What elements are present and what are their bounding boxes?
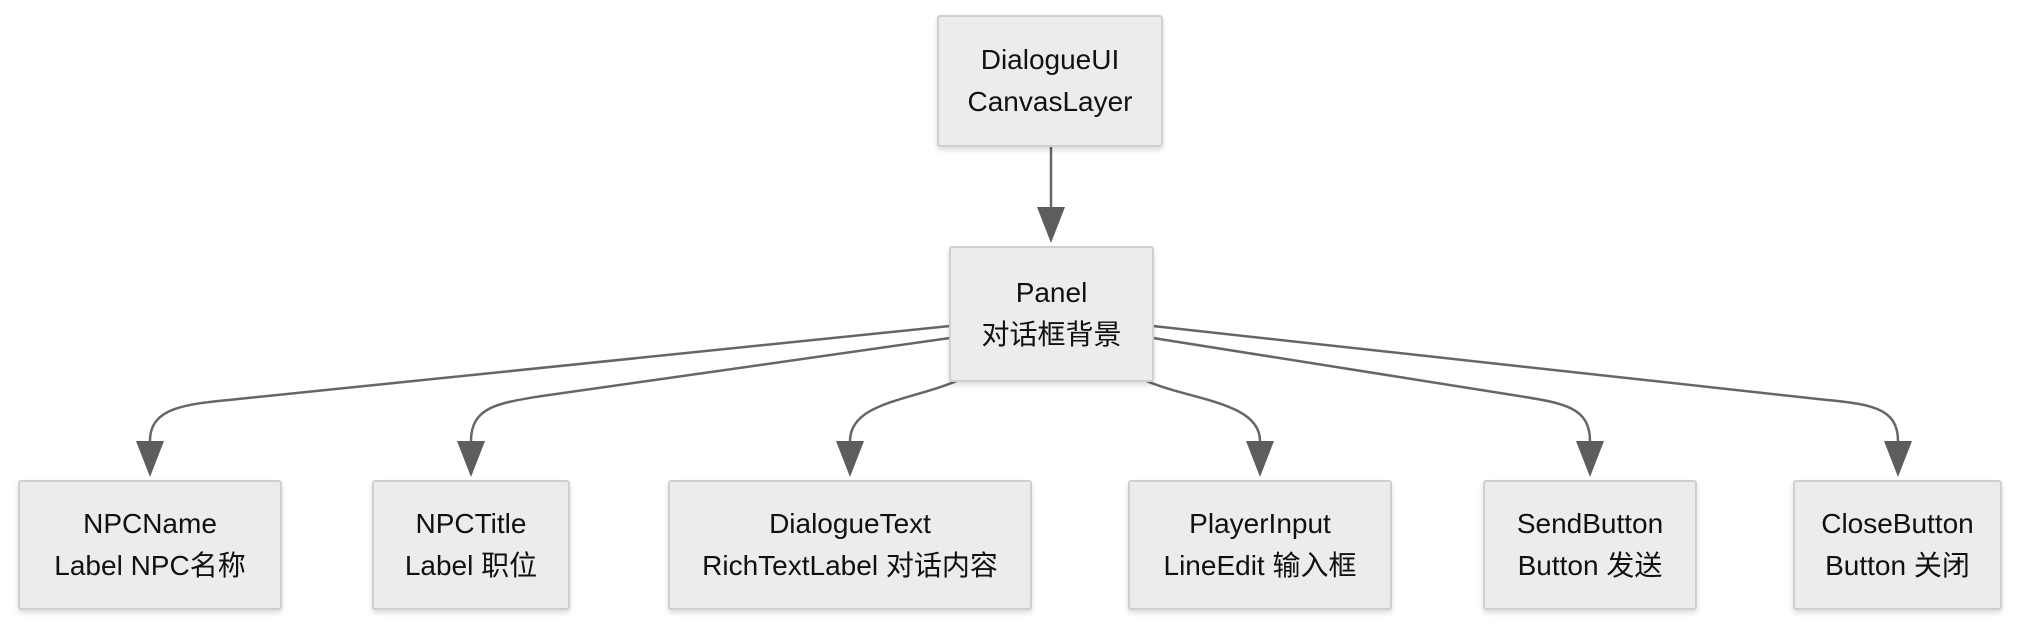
arrowhead-icon	[1246, 441, 1274, 477]
node-sendbutton: SendButton Button 发送	[1483, 480, 1697, 610]
node-dialogueui-canvaslayer: DialogueUI CanvasLayer	[937, 15, 1163, 147]
arrowhead-icon	[1037, 207, 1065, 243]
edge-panel-to-dialoguetext	[848, 377, 963, 443]
edge-panel-to-closebutton	[1151, 324, 1900, 443]
node-closebutton: CloseButton Button 关闭	[1793, 480, 2002, 610]
node-label-line2: RichTextLabel 对话内容	[702, 550, 998, 581]
node-npcname: NPCName Label NPC名称	[18, 480, 282, 610]
node-playerinput: PlayerInput LineEdit 输入框	[1128, 480, 1392, 610]
arrowhead-icon	[457, 441, 485, 477]
node-label-line1: DialogueText	[769, 508, 931, 539]
node-label-line1: PlayerInput	[1189, 508, 1331, 539]
node-label-line2: Button 关闭	[1825, 550, 1970, 581]
edge-panel-to-npcname	[148, 324, 952, 443]
node-label-line2: Label NPC名称	[54, 550, 246, 581]
edge-panel-to-npctitle	[469, 336, 952, 443]
node-label-line1: NPCTitle	[415, 508, 527, 539]
arrowhead-icon	[1884, 441, 1912, 477]
arrowhead-icon	[136, 441, 164, 477]
arrowhead-icon	[836, 441, 864, 477]
node-label-line2: LineEdit 输入框	[1163, 550, 1357, 581]
edge-panel-to-playerinput	[1140, 377, 1262, 443]
node-label-line2: Button 发送	[1517, 550, 1663, 581]
edge-panel-to-sendbutton	[1151, 336, 1592, 443]
node-label-line2: CanvasLayer	[967, 86, 1133, 117]
node-label-line1: CloseButton	[1821, 508, 1974, 539]
arrowhead-icon	[1576, 441, 1604, 477]
node-label-line1: Panel	[1015, 277, 1088, 308]
node-dialoguetext: DialogueText RichTextLabel 对话内容	[668, 480, 1032, 610]
node-panel: Panel 对话框背景	[949, 246, 1154, 382]
node-label-line1: NPCName	[83, 508, 217, 539]
node-label-line2: 对话框背景	[981, 319, 1122, 350]
node-npctitle: NPCTitle Label 职位	[372, 480, 570, 610]
node-label-line1: SendButton	[1516, 508, 1664, 539]
node-label-line1: DialogueUI	[980, 44, 1120, 75]
node-label-line2: Label 职位	[404, 550, 538, 581]
